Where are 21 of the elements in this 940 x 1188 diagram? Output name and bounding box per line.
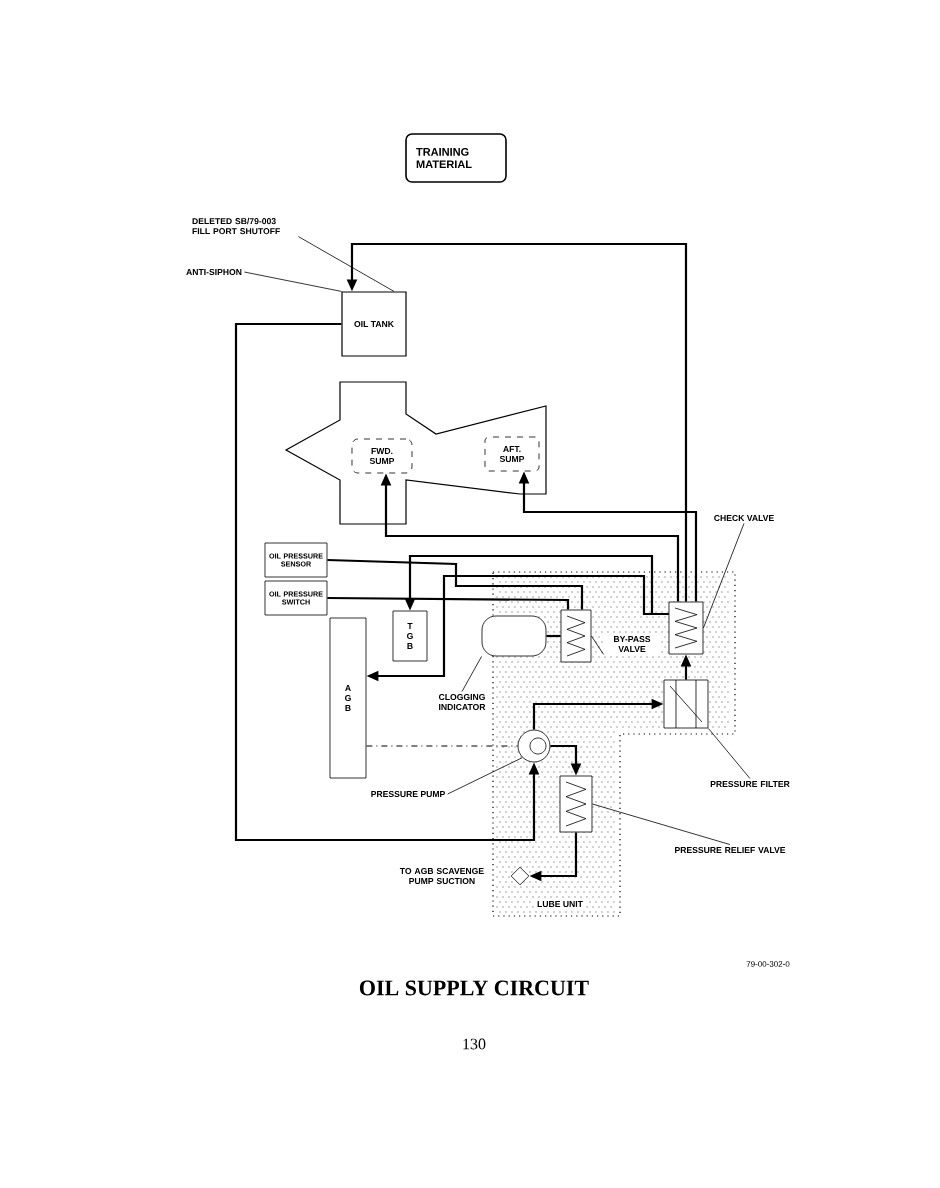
page-number: 130 bbox=[463, 1038, 486, 1050]
leader-line bbox=[592, 803, 731, 845]
leader-line bbox=[298, 236, 395, 292]
drive-shaft-line bbox=[365, 745, 519, 747]
leader-line bbox=[447, 757, 523, 795]
check-valve-symbol bbox=[668, 601, 704, 655]
pump-symbol bbox=[517, 729, 551, 763]
filter-symbol bbox=[663, 679, 709, 729]
leader-line bbox=[243, 271, 342, 292]
clogging-indicator-symbol bbox=[481, 615, 547, 657]
oil-line bbox=[327, 596, 570, 610]
leader-line bbox=[591, 635, 604, 655]
drain-symbol bbox=[510, 866, 530, 886]
leader-line bbox=[703, 523, 745, 629]
bypass-valve-symbol bbox=[560, 609, 592, 663]
leader-line bbox=[461, 656, 482, 692]
oil-line bbox=[546, 634, 561, 638]
leader-line bbox=[708, 728, 751, 779]
relief-valve-symbol bbox=[559, 775, 593, 833]
oil-line bbox=[327, 558, 584, 610]
title: OIL SUPPLY CIRCUIT bbox=[359, 980, 589, 996]
